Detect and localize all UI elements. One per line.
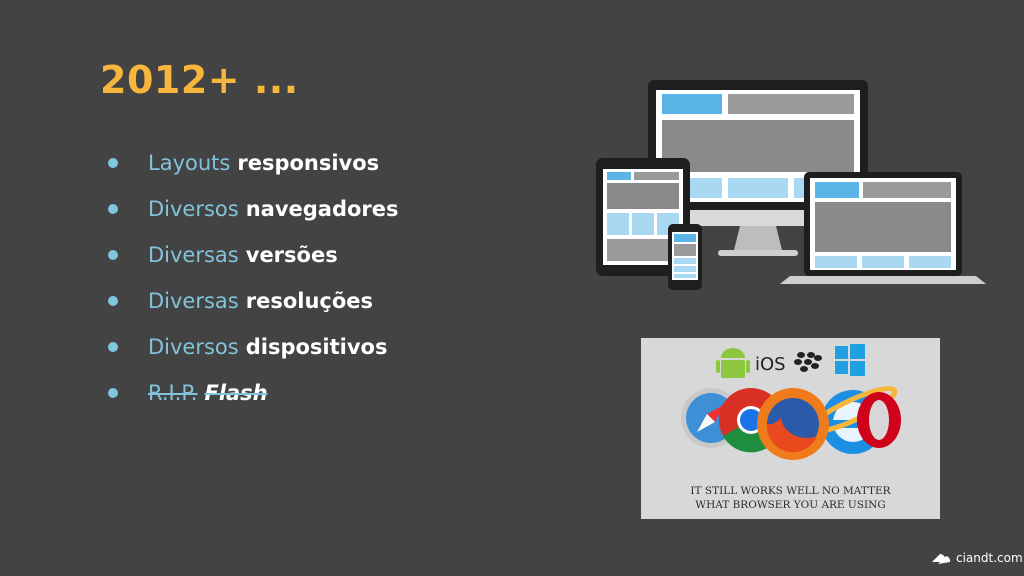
bullet-dot-icon: [108, 388, 118, 398]
ciandt-logo-icon: [932, 554, 951, 564]
responsive-devices-image: [596, 80, 986, 290]
bullet-light-text: Diversas: [148, 289, 239, 313]
browser-caption: IT STILL WORKS WELL NO MATTER WHAT BROWS…: [641, 484, 940, 512]
bullet-bold-text: Flash: [204, 381, 268, 405]
firefox-icon: [757, 388, 829, 460]
phone-icon: [668, 224, 702, 290]
browser-logos: iOS: [681, 344, 901, 460]
android-icon: [716, 348, 750, 378]
bullet-item: Diversos dispositivos: [108, 324, 399, 370]
bullet-light-text: Diversas: [148, 243, 239, 267]
caption-line: WHAT BROWSER YOU ARE USING: [695, 499, 886, 511]
bullet-item: Diversas versões: [108, 232, 399, 278]
bullet-dot-icon: [108, 250, 118, 260]
bullet-light-text: Diversos: [148, 197, 239, 221]
tablet-icon: [596, 158, 690, 276]
bullet-dot-icon: [108, 204, 118, 214]
windows-icon: [835, 344, 865, 376]
bullet-bold-text: navegadores: [245, 197, 399, 221]
bullet-bold-text: versões: [245, 243, 338, 267]
browsers-image: iOS: [641, 338, 940, 519]
ios-label: iOS: [755, 354, 786, 375]
bullet-item: Layouts responsivos: [108, 140, 399, 186]
opera-icon: [857, 392, 901, 448]
logo-text: ciandt.com: [956, 551, 1023, 565]
bullet-dot-icon: [108, 342, 118, 352]
caption-line: IT STILL WORKS WELL NO MATTER: [690, 485, 891, 497]
bullet-light-text: Layouts: [148, 151, 231, 175]
bullet-light-text: Diversos: [148, 335, 239, 359]
company-logo: ciandt.com: [930, 550, 1023, 566]
bullet-item: Diversas resoluções: [108, 278, 399, 324]
bullet-item: Diversos navegadores: [108, 186, 399, 232]
bullet-light-text: R.I.P.: [148, 381, 198, 405]
bullet-list: Layouts responsivos Diversos navegadores…: [108, 140, 399, 416]
bullet-item: R.I.P. Flash: [108, 370, 399, 416]
laptop-icon: [780, 172, 986, 284]
bullet-bold-text: resoluções: [245, 289, 374, 313]
bullet-bold-text: responsivos: [237, 151, 380, 175]
blackberry-icon: [794, 352, 822, 372]
bullet-dot-icon: [108, 296, 118, 306]
slide-title: 2012+ ...: [100, 58, 299, 102]
bullet-bold-text: dispositivos: [245, 335, 388, 359]
bullet-dot-icon: [108, 158, 118, 168]
